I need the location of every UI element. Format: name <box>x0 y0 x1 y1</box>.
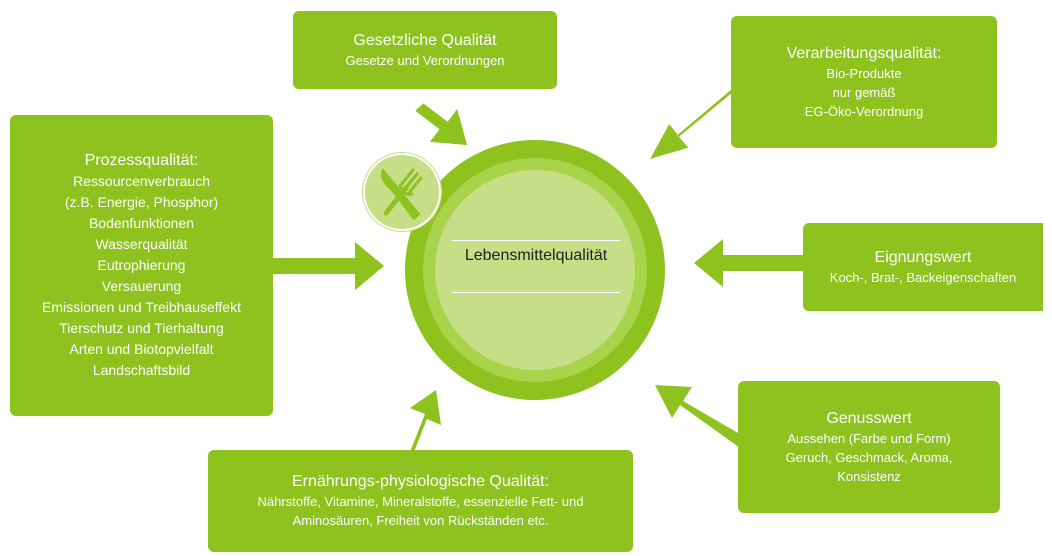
box-prozessqualitaet: Prozessqualität: Ressourcenverbrauch (z.… <box>10 115 273 416</box>
center-rule-bottom <box>452 292 620 293</box>
center-rule-top <box>452 240 620 241</box>
arrow-gesetz <box>415 103 467 145</box>
box-title: Ernährungs-physiologische Qualität: <box>291 473 550 490</box>
box-verarbeitungsqualitaet: Verarbeitungsqualität: Bio-Produkte nur … <box>731 16 997 148</box>
box-title: Gesetzliche Qualität <box>353 31 497 49</box>
box-title: Prozessqualität: <box>84 151 199 169</box>
arrow-ernaehrung <box>410 390 441 457</box>
box-title: Verarbeitungsqualität: <box>786 44 942 62</box>
box-line: Landschaftsbild <box>92 361 191 378</box>
box-line: Emissionen und Treibhauseffekt <box>42 298 241 315</box>
box-title: Genusswert <box>826 409 912 427</box>
box-line: Koch-, Brat-, Backeigenschaften <box>829 269 1017 285</box>
box-line: Eutrophierung <box>97 256 186 273</box>
arrow-verarbeitung <box>650 84 740 159</box>
box-line: Aminosäuren, Freiheit von Rückständen et… <box>292 513 549 528</box>
box-genusswert: Genusswert Aussehen (Farbe und Form) Ger… <box>738 381 1000 513</box>
box-line: EG-Öko-Verordnung <box>804 103 924 119</box>
box-ernaehrungsphysiologische-qualitaet: Ernährungs-physiologische Qualität: Nähr… <box>208 450 633 552</box>
box-line: Bodenfunktionen <box>88 214 195 231</box>
box-line: Wasserqualität <box>95 235 188 252</box>
box-line: nur gemäß <box>832 84 896 100</box>
box-line: Ressourcenverbrauch <box>73 172 210 189</box>
box-gesetzliche-qualitaet: Gesetzliche Qualität Gesetze und Verordn… <box>293 11 557 89</box>
center-label: Lebensmittelqualität <box>464 247 608 264</box>
arrow-eignung <box>694 239 808 287</box>
arrow-genuss <box>655 385 750 450</box>
box-eignungswert: Eignungswert Koch-, Brat-, Backeigenscha… <box>803 223 1043 311</box>
center-circle-inner <box>435 170 635 370</box>
box-line: (z.B. Energie, Phosphor) <box>64 193 219 210</box>
box-line: Tierschutz und Tierhaltung <box>59 319 224 336</box>
arrow-prozess <box>273 242 384 290</box>
box-line: Konsistenz <box>837 468 901 484</box>
fork-knife-icon <box>362 152 442 232</box>
box-line: Versauerung <box>101 277 182 294</box>
box-line: Gesetze und Verordnungen <box>345 52 505 68</box>
box-line: Nährstoffe, Vitamine, Mineralstoffe, ess… <box>257 494 584 509</box>
box-line: Aussehen (Farbe und Form) <box>787 430 951 446</box>
box-line: Bio-Produkte <box>826 65 902 81</box>
box-title: Eignungswert <box>874 248 972 266</box>
box-line: Geruch, Geschmack, Aroma, <box>785 449 953 465</box>
box-line: Arten und Biotopvielfalt <box>69 340 214 357</box>
